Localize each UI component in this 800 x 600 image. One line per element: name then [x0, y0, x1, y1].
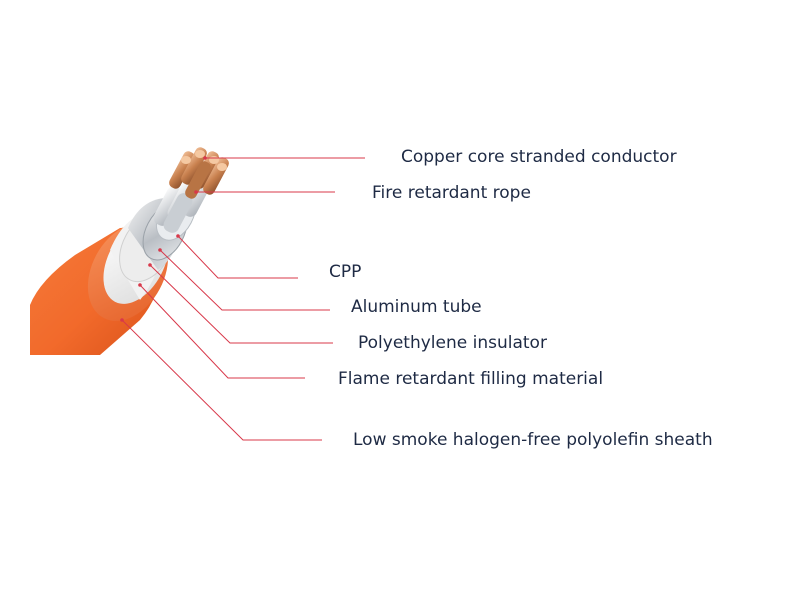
leader-line-aluminum [159, 249, 330, 311]
leader-line-cpp [177, 235, 298, 279]
leader-line-filling [139, 284, 305, 379]
label-aluminum-tube: Aluminum tube [351, 297, 482, 317]
label-fire-retardant-rope: Fire retardant rope [372, 183, 531, 203]
label-cpp: CPP [329, 262, 362, 282]
label-copper-conductor: Copper core stranded conductor [401, 147, 677, 167]
label-polyethylene-insulator: Polyethylene insulator [358, 333, 547, 353]
label-flame-retardant-filling: Flame retardant filling material [338, 369, 604, 389]
leader-line-polyethylene [149, 264, 333, 344]
copper-conductors [169, 147, 229, 199]
leader-line-sheath [121, 319, 322, 441]
label-polyolefin-sheath: Low smoke halogen-free polyolefin sheath [353, 430, 713, 450]
